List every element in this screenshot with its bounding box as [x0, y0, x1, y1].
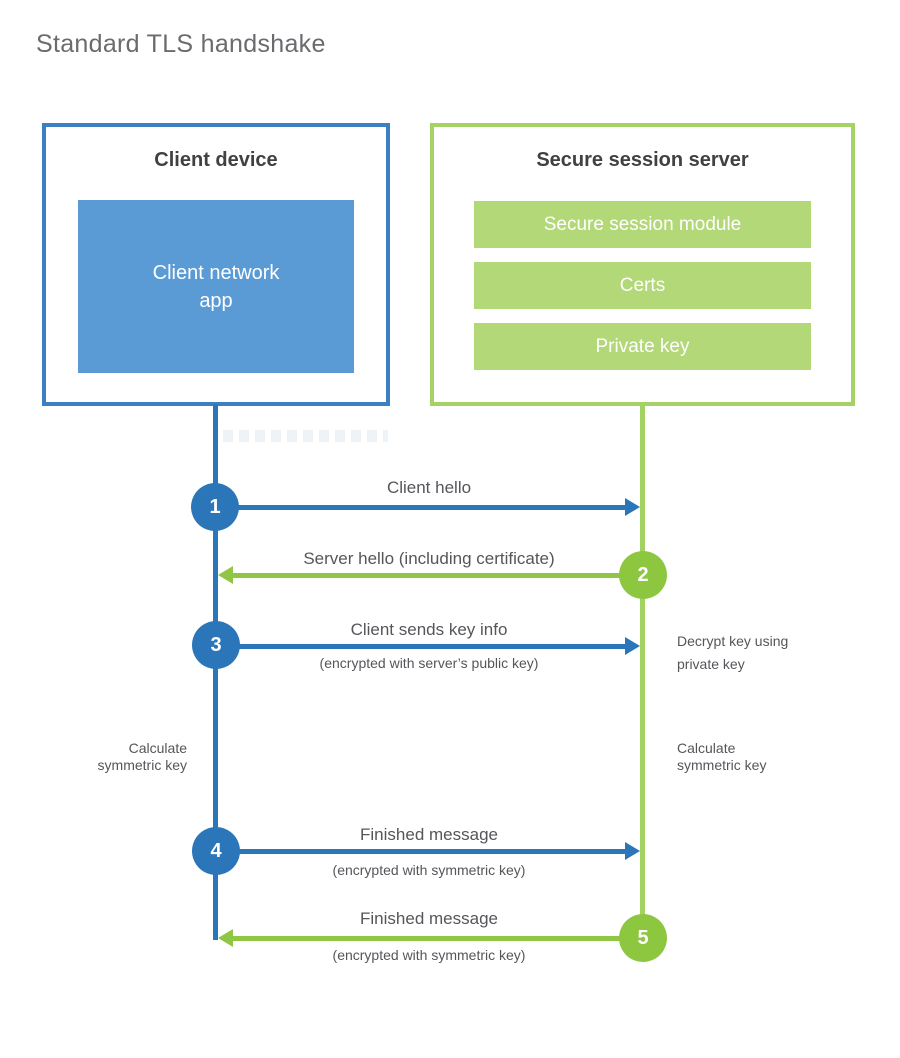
server-module-private-key: Private key	[474, 323, 811, 370]
client-device-box: Client device Client network app	[42, 123, 390, 406]
step-3-label: Client sends key info	[350, 620, 508, 639]
step-4-arrow-shaft	[216, 849, 625, 854]
step-3-sublabel: (encrypted with server’s public key)	[319, 655, 539, 671]
secure-session-server-box: Secure session server Secure session mod…	[430, 123, 855, 406]
step-2-arrowhead-left-icon	[218, 566, 233, 584]
server-module-certs: Certs	[474, 262, 811, 309]
calculate-symmetric-key-note-server: Calculate symmetric key	[677, 740, 767, 773]
client-device-title: Client device	[154, 149, 278, 171]
server-lifeline	[640, 404, 645, 936]
page-title: Standard TLS handshake	[36, 30, 326, 58]
client-lifeline	[213, 404, 218, 940]
decrypt-key-note: Decrypt key using private key	[677, 633, 789, 672]
faint-dash-artifact	[223, 430, 388, 442]
step-4-arrowhead-right-icon	[625, 842, 640, 860]
step-5-marker: 5	[619, 914, 667, 962]
step-5-sublabel: (encrypted with symmetric key)	[332, 947, 526, 963]
step-2-arrow-shaft	[233, 573, 643, 578]
step-2-marker: 2	[619, 551, 667, 599]
step-3-marker: 3	[192, 621, 240, 669]
step-4-marker: 4	[192, 827, 240, 875]
step-2-label: Server hello (including certificate)	[303, 549, 555, 568]
calculate-symmetric-key-note-client: Calculate symmetric key	[97, 740, 187, 773]
step-1-arrow-shaft	[215, 505, 625, 510]
client-network-app-label: Client network app	[152, 261, 280, 312]
step-4-sublabel: (encrypted with symmetric key)	[332, 862, 526, 878]
step-3-arrow-shaft	[216, 644, 625, 649]
server-module-secure-session: Secure session module	[474, 201, 811, 248]
step-3-arrowhead-right-icon	[625, 637, 640, 655]
secure-session-server-title: Secure session server	[536, 149, 749, 171]
step-5-label: Finished message	[360, 909, 498, 928]
step-5-arrowhead-left-icon	[218, 929, 233, 947]
step-4-label: Finished message	[360, 825, 498, 844]
client-network-app-box: Client network app	[78, 200, 354, 373]
step-5-arrow-shaft	[233, 936, 643, 941]
step-1-arrowhead-right-icon	[625, 498, 640, 516]
step-1-label: Client hello	[386, 478, 472, 497]
step-1-marker: 1	[191, 483, 239, 531]
